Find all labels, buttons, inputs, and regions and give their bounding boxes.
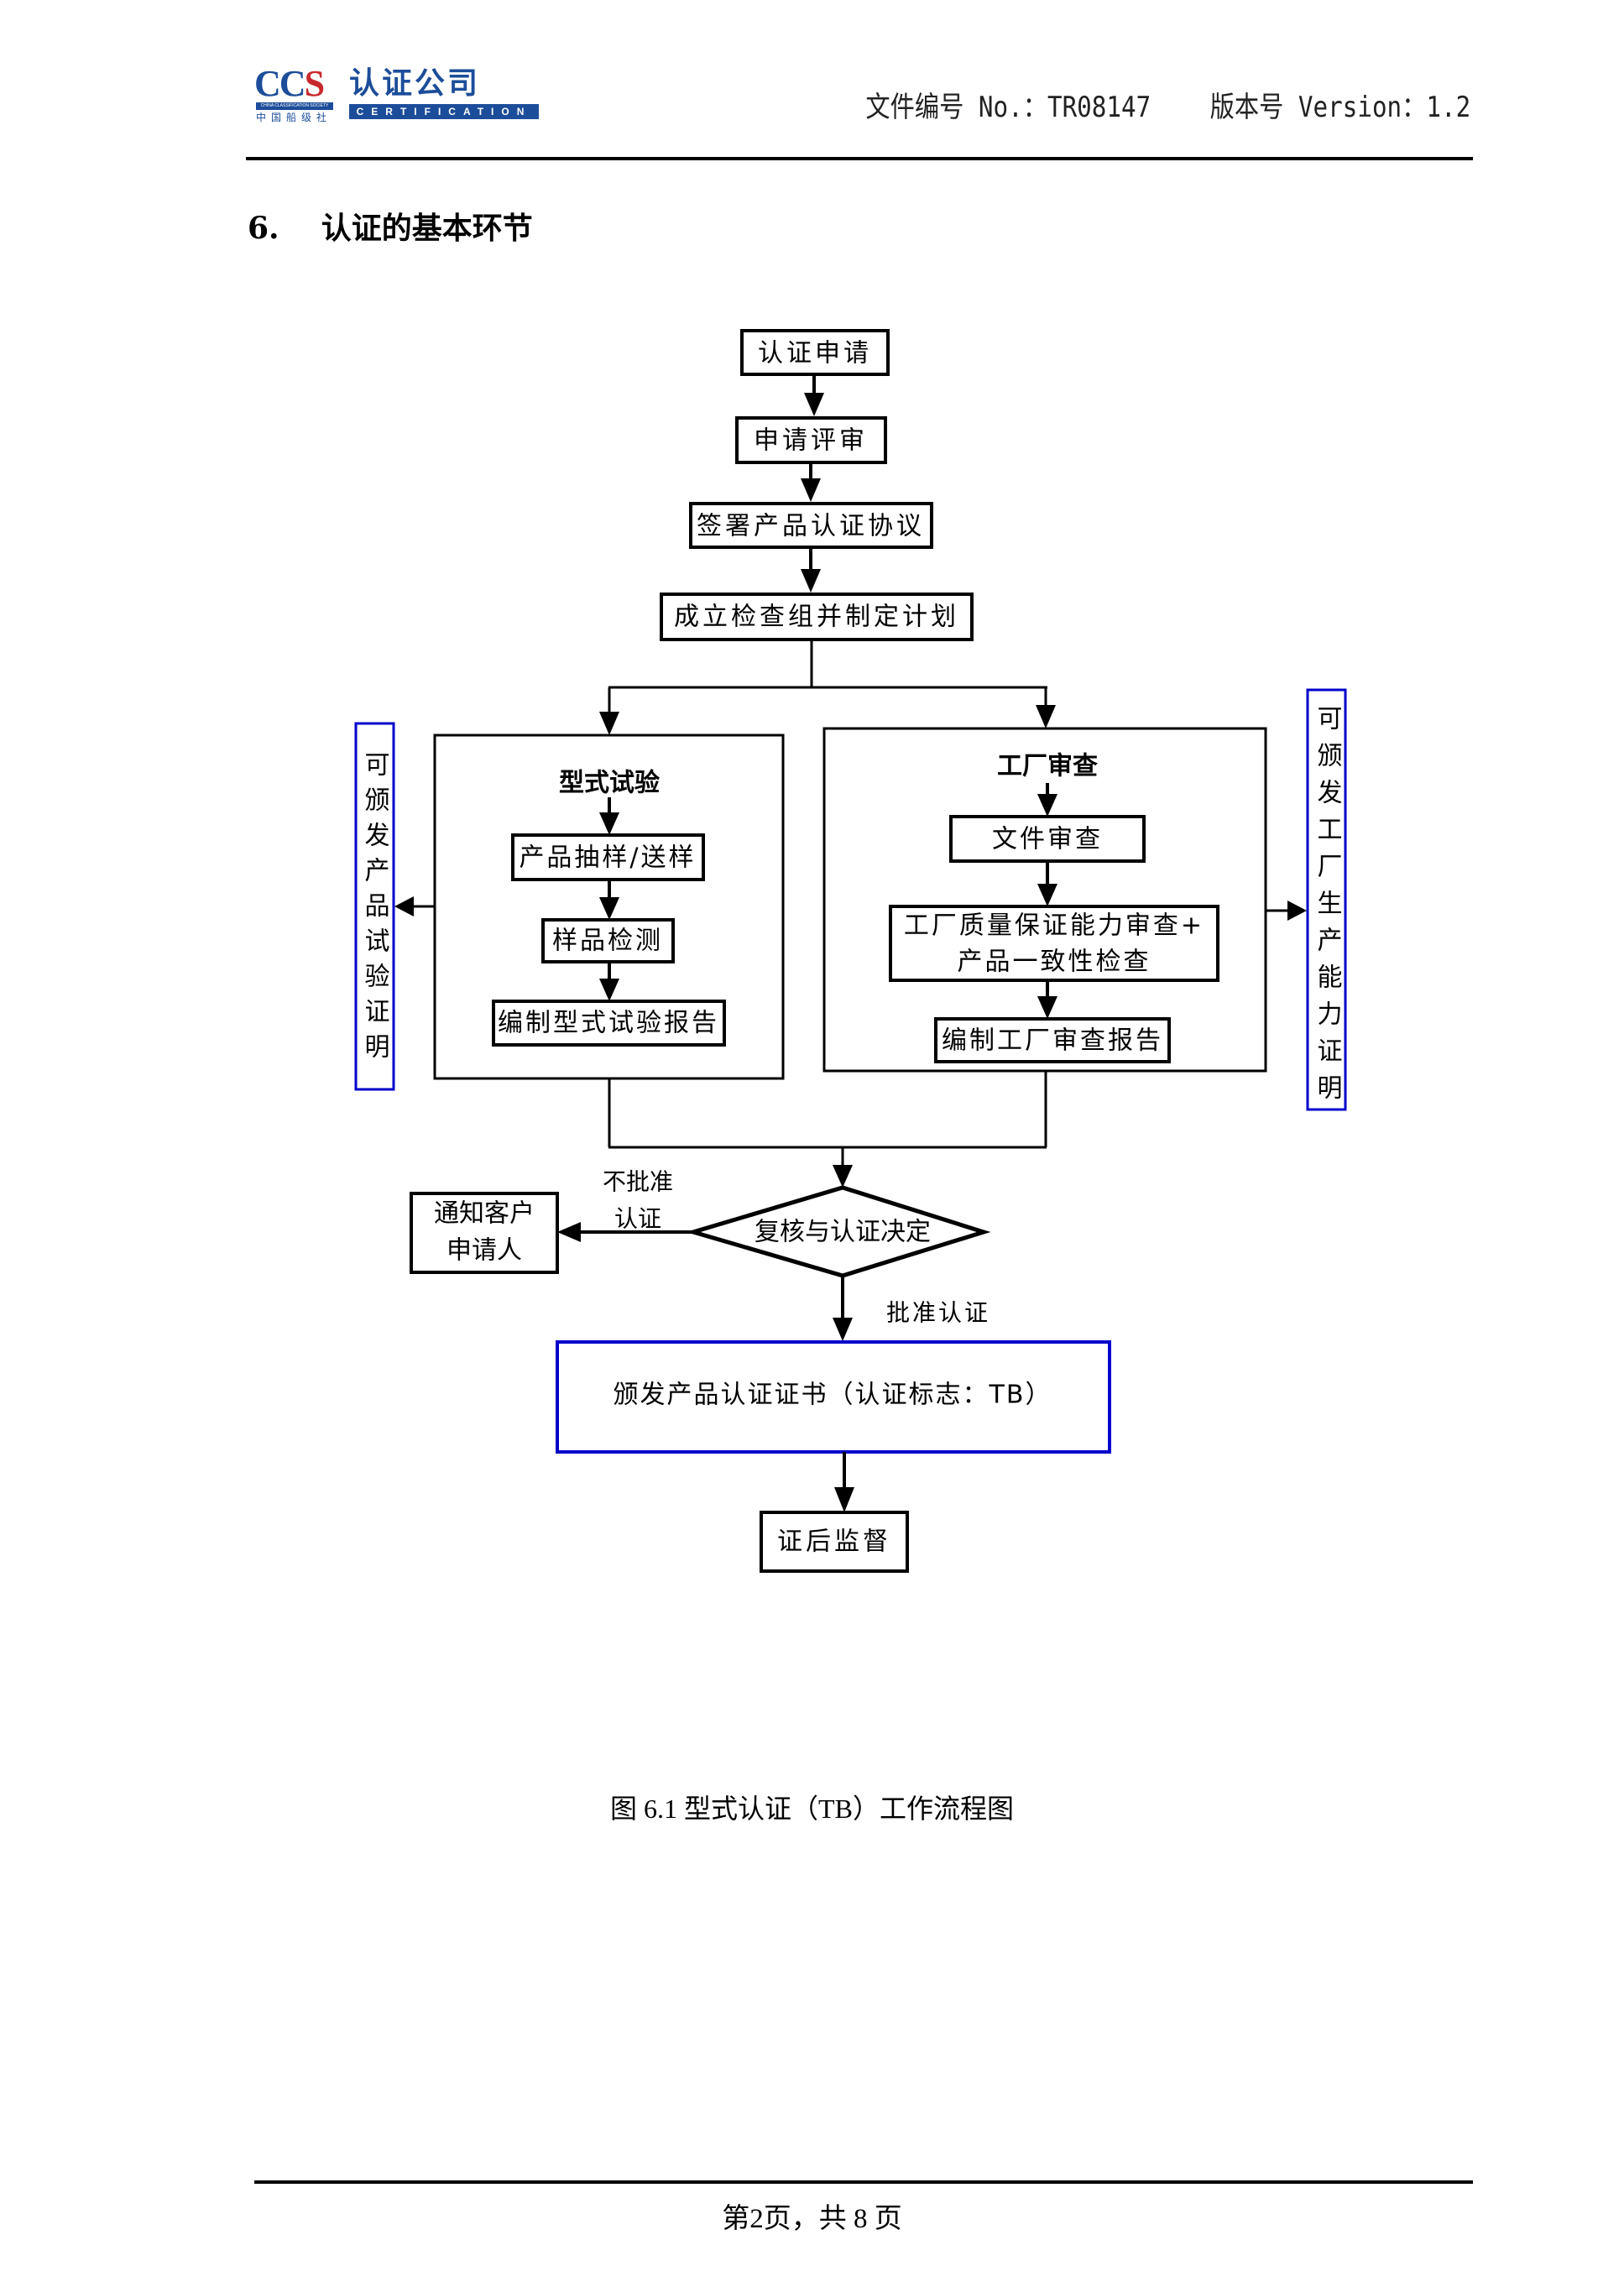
footer-rule (254, 2180, 1473, 2184)
figure-caption: 图 6.1 型式认证（TB）工作流程图 (610, 1794, 1014, 1824)
arrowhead-type-test (599, 712, 619, 735)
step-label-2: 申请评审 (754, 426, 868, 456)
approve-arrowhead (833, 1318, 853, 1341)
type-test-step-2 (541, 918, 675, 963)
factory-audit-step-label-3: 编制工厂审查报告 (942, 1026, 1163, 1056)
section-number: 6. (248, 211, 279, 246)
factory-audit-step-3 (934, 1017, 1171, 1063)
arrowhead-3 (801, 569, 821, 593)
company-logo: CCS CHINA CLASSIFICATION SOCIETY 中国船级社 认… (254, 65, 548, 128)
logo-abbr-accent: S (304, 63, 326, 104)
factory-arrowhead-1 (1037, 884, 1057, 906)
type-test-step-label-3: 编制型式试验报告 (498, 1009, 719, 1038)
certificate-box (556, 1340, 1111, 1454)
approve-label: 批准认证 (886, 1299, 990, 1327)
step-box-4 (660, 593, 974, 641)
section-title: 认证的基本环节 (321, 211, 533, 246)
type-test-step-label-2: 样品检测 (552, 927, 663, 956)
reject-label-2: 认证 (614, 1205, 661, 1233)
arrowhead-1 (804, 393, 824, 416)
header-rule (246, 157, 1473, 160)
factory-audit-step-label-2b: 产品一致性检查 (958, 948, 1151, 977)
arrowhead-decision (833, 1165, 853, 1188)
reject-label-1: 不批准 (603, 1168, 673, 1196)
type-test-arrowhead-0 (599, 812, 619, 835)
factory-arrowhead-2 (1037, 996, 1057, 1019)
factory-arrowhead-0 (1037, 794, 1057, 817)
section-heading: 6. 认证的基本环节 (248, 210, 533, 247)
type-test-title: 型式试验 (559, 769, 660, 798)
notify-applicant-box (410, 1192, 559, 1274)
factory-audit-step-label-2a: 工厂质量保证能力审查+ (904, 911, 1204, 941)
page-number: 第2页，共 8 页 (722, 2204, 902, 2234)
type-test-step-3 (492, 1000, 726, 1047)
factory-audit-title: 工厂审查 (997, 752, 1098, 781)
logo-band-text: CHINA CLASSIFICATION SOCIETY (256, 102, 333, 110)
surveillance-box (760, 1511, 909, 1573)
certificate-label: 颁发产品认证证书（认证标志：TB） (614, 1381, 1052, 1410)
surveillance-arrowhead (834, 1487, 854, 1512)
type-test-step-label-1: 产品抽样/送样 (519, 843, 696, 873)
logo-abbr: CC (254, 63, 306, 104)
decision-label: 复核与认证决定 (755, 1218, 931, 1247)
type-test-output-label: 可颁发产品试验证明 (360, 751, 390, 1068)
logo-org-name: 中国船级社 (256, 112, 332, 123)
type-test-output-arrowhead (394, 896, 414, 916)
factory-audit-step-2 (889, 905, 1219, 982)
arrowhead-factory-audit (1036, 705, 1056, 728)
step-label-4: 成立检查组并制定计划 (674, 603, 959, 632)
logo-ccs-mark: CCS (254, 65, 325, 102)
step-label-1: 认证申请 (758, 339, 872, 368)
step-box-2 (735, 416, 887, 464)
notify-label-1: 通知客户 (434, 1199, 535, 1229)
notify-label-2: 申请人 (446, 1236, 522, 1266)
factory-audit-step-1 (949, 815, 1146, 863)
document-number-version: 文件编号 No.：TR08147 版本号 Version：1.2 (865, 91, 1470, 124)
type-test-output-box (354, 722, 395, 1091)
logo-company-name: 认证公司 (349, 66, 481, 101)
factory-output-box (1306, 688, 1347, 1111)
type-test-step-1 (511, 833, 705, 881)
factory-output-label: 可颁发工厂生产能力证明 (1313, 705, 1343, 1111)
factory-audit-step-label-1: 文件审查 (992, 825, 1103, 854)
arrowhead-2 (801, 478, 821, 502)
type-test-arrowhead-2 (599, 979, 619, 1001)
reject-arrowhead (557, 1222, 581, 1242)
factory-output-arrowhead (1287, 901, 1307, 921)
step-label-3: 签署产品认证协议 (697, 512, 925, 541)
surveillance-label: 证后监督 (777, 1527, 891, 1557)
type-test-arrowhead-1 (599, 897, 619, 920)
logo-certification-band: CERTIFICATION (349, 104, 539, 119)
